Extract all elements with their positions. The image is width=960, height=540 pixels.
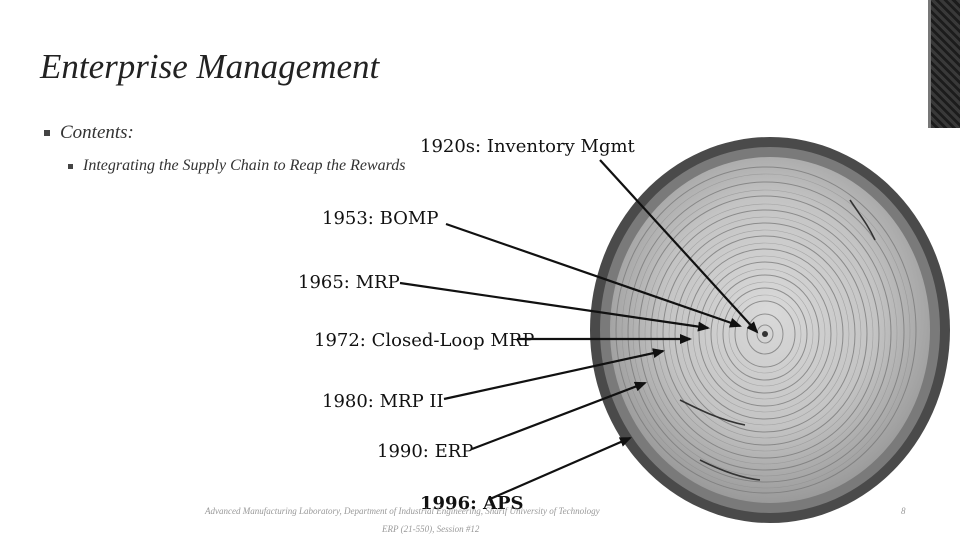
arrow-1953 (445, 222, 742, 328)
bullet-level2-text: Integrating the Supply Chain to Reap the… (83, 157, 406, 174)
figure-label-1953: 1953: BOMP (322, 208, 438, 229)
footer-course: ERP (21-550), Session #12 (382, 524, 480, 534)
figure-label-1980: 1980: MRP II (322, 391, 444, 412)
figure-label-1920s: 1920s: Inventory Mgmt (420, 136, 636, 157)
figure-label-1972: 1972: Closed-Loop MRP (314, 330, 534, 351)
bullet-list: Contents: Integrating the Supply Chain t… (44, 122, 405, 175)
bullet-level1: Contents: (44, 122, 405, 144)
arrow-1996 (489, 436, 632, 501)
bullet-level2: Integrating the Supply Chain to Reap the… (68, 157, 405, 175)
figure-label-1990: 1990: ERP (377, 441, 473, 462)
arrow-1980 (443, 348, 665, 401)
arrow-1920s (599, 159, 759, 334)
bullet-level1-text: Contents: (60, 122, 134, 143)
arrow-1990 (471, 381, 647, 451)
footer-institution: Advanced Manufacturing Laboratory, Depar… (205, 506, 600, 516)
bullet-square-icon (44, 130, 50, 136)
corner-texture-decoration (928, 0, 960, 128)
figure-label-1996: 1996: APS (420, 493, 524, 514)
arrow-1965 (399, 281, 710, 332)
bullet-square-icon (68, 163, 73, 169)
slide-title: Enterprise Management (40, 47, 380, 86)
tree-rings-image (590, 137, 950, 523)
page-number: 8 (901, 506, 906, 516)
figure-label-1965: 1965: MRP (298, 272, 400, 293)
